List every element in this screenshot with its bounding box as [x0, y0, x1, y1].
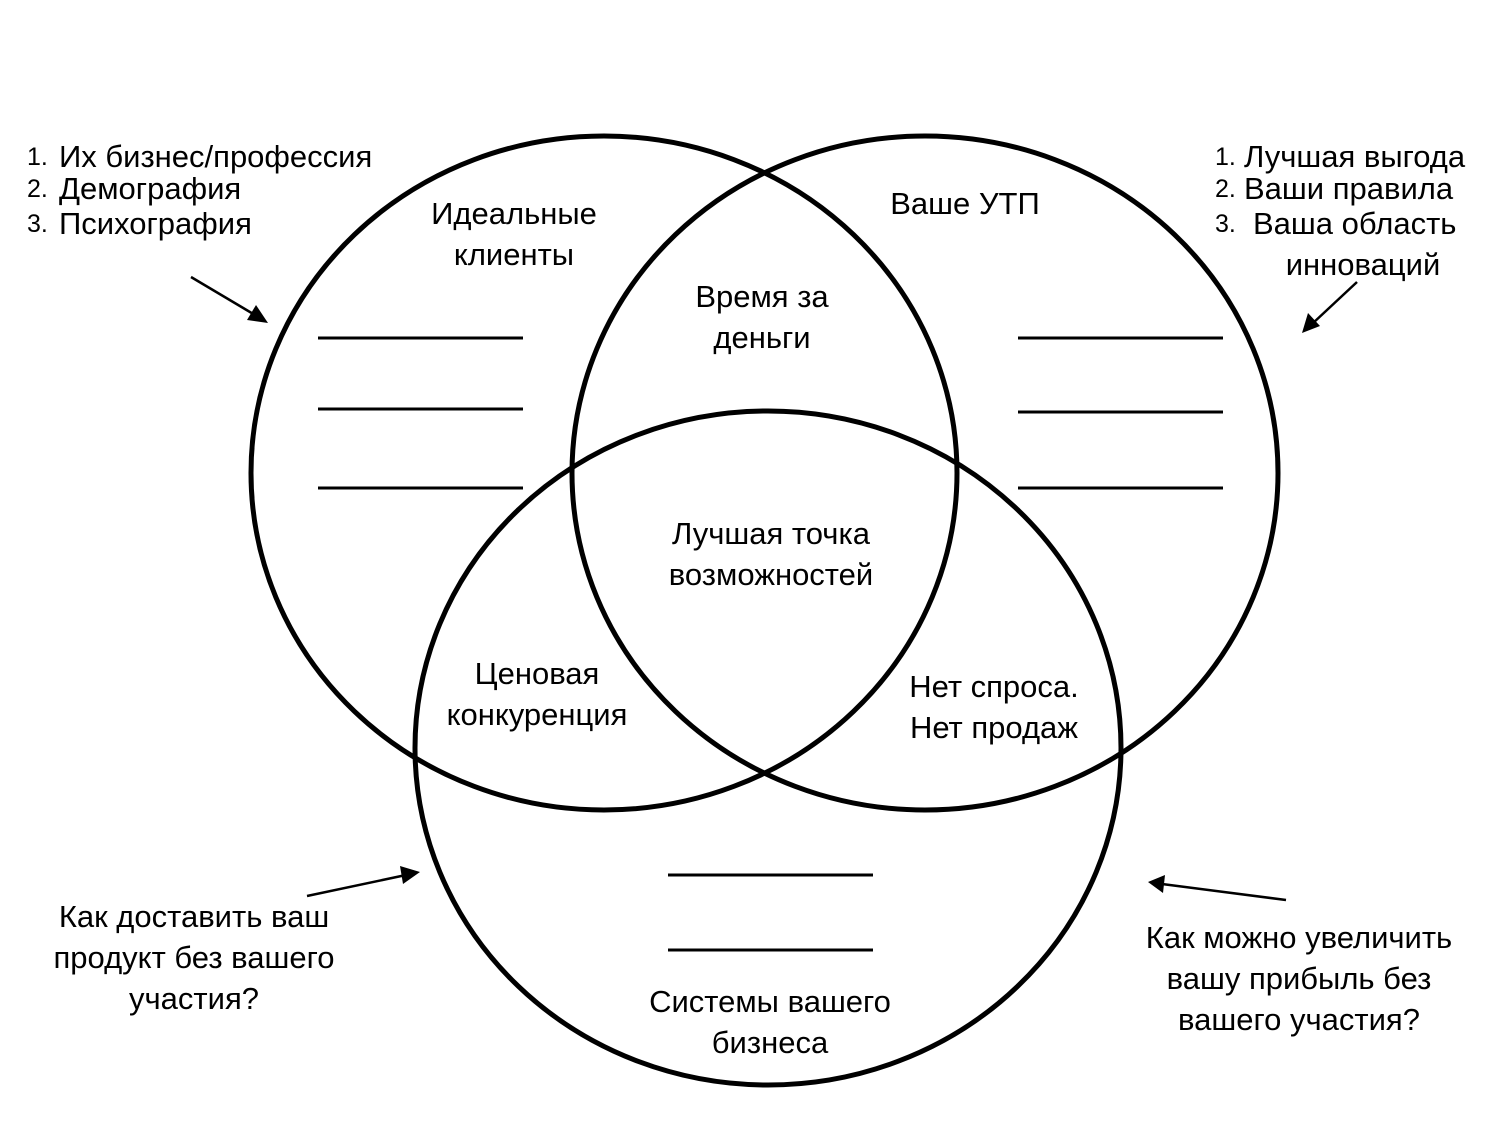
note-number: 1.	[27, 143, 48, 171]
svg-text:участия?: участия?	[129, 981, 259, 1016]
svg-text:Ваше УТП: Ваше УТП	[890, 186, 1040, 221]
note-number: 2.	[27, 175, 48, 203]
svg-text:Время за: Время за	[695, 279, 829, 314]
svg-text:возможностей: возможностей	[669, 557, 873, 592]
note-text: Ваши правила	[1244, 171, 1454, 206]
svg-text:Как можно увеличить: Как можно увеличить	[1146, 920, 1452, 955]
svg-text:Нет продаж: Нет продаж	[910, 710, 1078, 745]
note-text: Их бизнес/профессия	[59, 139, 372, 174]
ideal-clients-label: Идеальные клиенты	[431, 196, 597, 272]
note-text: Демография	[59, 171, 241, 206]
svg-text:вашего участия?: вашего участия?	[1178, 1002, 1420, 1037]
sweet-spot-label: Лучшая точка возможностей	[669, 516, 873, 592]
note-text: Психография	[59, 206, 252, 241]
arrow-to-bottom-circle-right	[1148, 875, 1287, 902]
note-number: 3.	[1215, 210, 1236, 238]
note-text-continued: инноваций	[1286, 247, 1441, 282]
svg-text:конкуренция: конкуренция	[447, 697, 628, 732]
right-notes-list: 1. Лучшая выгода 2. Ваши правила 3. Ваша…	[1215, 139, 1466, 282]
note-number: 3.	[27, 210, 48, 238]
arrow-to-right-circle	[1302, 281, 1358, 333]
circle-ideal-clients	[248, 133, 960, 813]
circle-business-systems	[412, 408, 1124, 1088]
delivery-question: Как доставить ваш продукт без вашего уча…	[53, 899, 334, 1016]
time-for-money-label: Время за деньги	[695, 279, 829, 355]
svg-text:Системы вашего: Системы вашего	[649, 984, 891, 1019]
svg-text:деньги: деньги	[713, 320, 810, 355]
svg-text:Ценовая: Ценовая	[475, 656, 600, 691]
business-systems-label: Системы вашего бизнеса	[649, 984, 891, 1060]
profit-question: Как можно увеличить вашу прибыль без ваш…	[1146, 920, 1452, 1037]
svg-text:Лучшая точка: Лучшая точка	[672, 516, 871, 551]
note-number: 1.	[1215, 143, 1236, 171]
note-text: Ваша область	[1253, 206, 1456, 241]
svg-text:Как доставить ваш: Как доставить ваш	[59, 899, 329, 934]
arrow-to-bottom-circle-left	[306, 866, 420, 898]
circle-usp	[569, 133, 1281, 813]
usp-label: Ваше УТП	[890, 186, 1040, 221]
svg-text:Нет спроса.: Нет спроса.	[909, 669, 1079, 704]
arrow-to-left-circle	[190, 275, 268, 323]
svg-text:бизнеса: бизнеса	[712, 1025, 829, 1060]
note-number: 2.	[1215, 175, 1236, 203]
svg-text:Идеальные: Идеальные	[431, 196, 597, 231]
svg-text:вашу прибыль без: вашу прибыль без	[1167, 961, 1432, 996]
left-notes-list: 1. Их бизнес/профессия 2. Демография 3. …	[27, 139, 372, 241]
note-text: Лучшая выгода	[1244, 139, 1466, 174]
no-demand-label: Нет спроса. Нет продаж	[909, 669, 1079, 745]
svg-text:продукт без вашего: продукт без вашего	[53, 940, 334, 975]
svg-text:клиенты: клиенты	[454, 237, 574, 272]
price-competition-label: Ценовая конкуренция	[447, 656, 628, 732]
